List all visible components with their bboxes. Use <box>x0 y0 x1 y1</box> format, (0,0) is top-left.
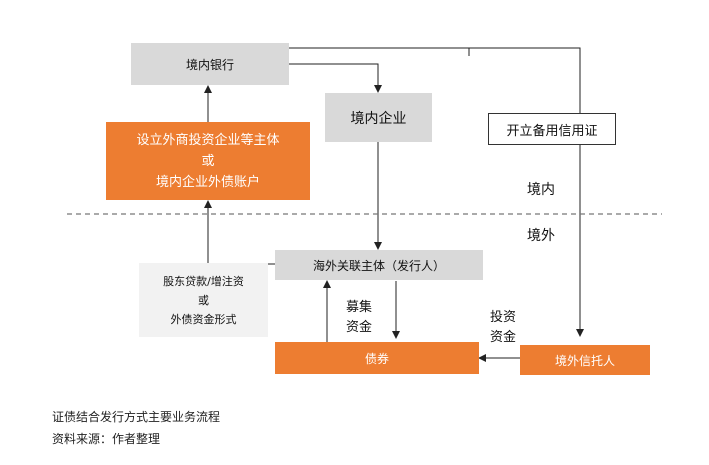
node-standby-lc: 开立备用信用证 <box>488 113 616 145</box>
node-shareholder-line2: 外债资金形式 <box>170 312 237 326</box>
label-raise-funds-1: 募集 <box>346 300 373 315</box>
node-bond: 债券 <box>275 342 479 374</box>
label-invest-funds-1: 投资 <box>490 310 517 325</box>
node-shareholder-funding: 股东贷款/增注资 或 外债资金形式 <box>139 263 268 337</box>
caption-title: 证债结合发行方式主要业务流程 <box>52 410 221 424</box>
node-foreign-entity-line1: 设立外商投资企业等主体 <box>136 132 280 148</box>
node-shareholder-line1: 股东贷款/增注资 <box>163 274 244 288</box>
label-raise-funds-2: 资金 <box>346 320 373 335</box>
node-domestic-bank: 境内银行 <box>131 43 289 85</box>
node-foreign-entity-or: 或 <box>201 153 215 169</box>
node-foreign-entity-line2: 境内企业外债账户 <box>155 174 260 190</box>
node-overseas-trustee: 境外信托人 <box>520 345 650 375</box>
edge-bank-to-enterprise <box>289 63 382 93</box>
node-domestic-enterprise: 境内企业 <box>325 93 432 142</box>
edge-bank-to-trustee <box>289 47 584 337</box>
node-foreign-entity: 设立外商投资企业等主体 或 境内企业外债账户 <box>106 122 310 200</box>
node-shareholder-or: 或 <box>198 293 209 307</box>
label-overseas: 境外 <box>527 228 555 244</box>
caption-source: 资料来源：作者整理 <box>52 432 161 446</box>
label-domestic: 境内 <box>527 182 555 198</box>
edge-issuer-to-entity <box>204 200 275 265</box>
label-invest-funds-2: 资金 <box>490 330 517 345</box>
node-overseas-issuer: 海外关联主体（发行人） <box>275 250 483 280</box>
